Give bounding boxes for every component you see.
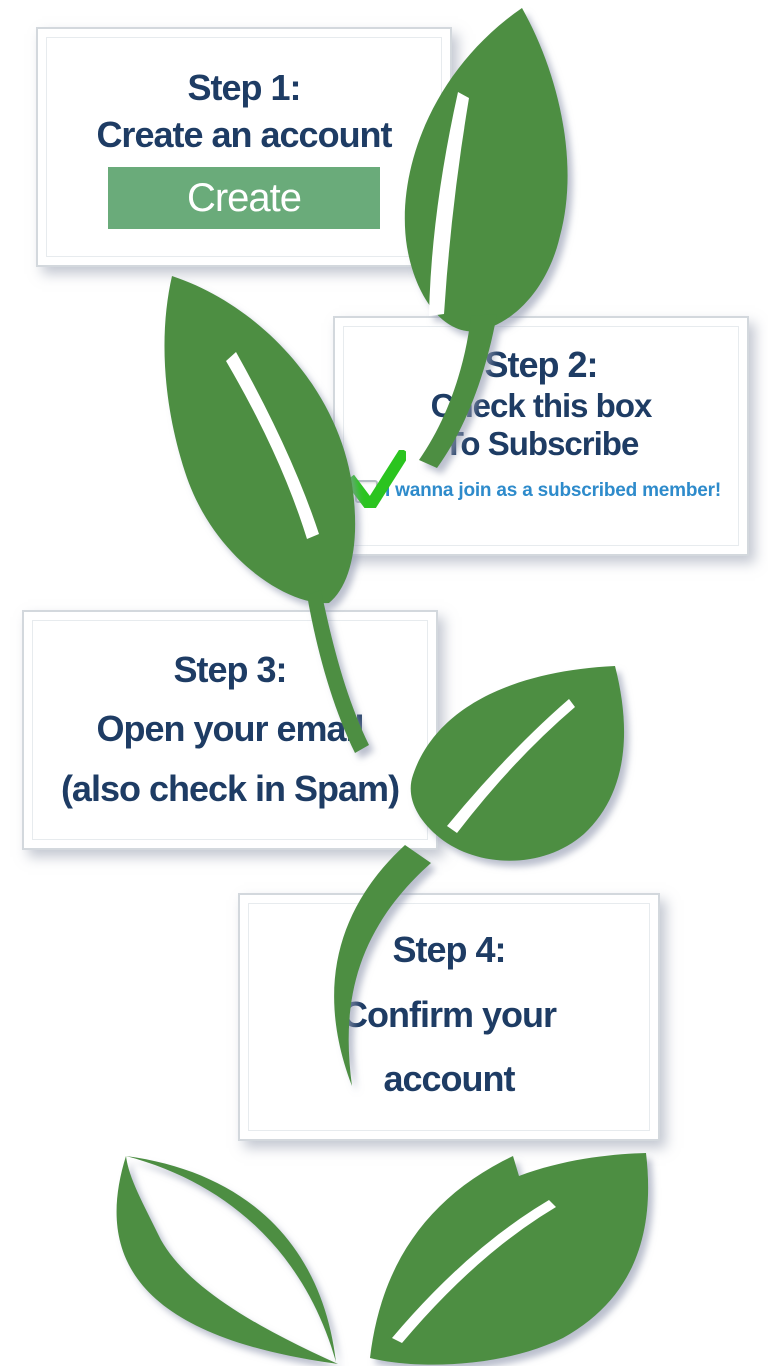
step-3-title: Step 3:: [173, 649, 287, 690]
step-4-text-2: account: [383, 1058, 515, 1099]
step-3-text-2: (also check in Spam): [60, 768, 400, 809]
step-3-text-1: Open your email: [96, 708, 364, 749]
subscribe-row: I wanna join as a subscribed member!: [348, 449, 747, 508]
subscribe-checkbox-label: I wanna join as a subscribed member!: [385, 480, 721, 501]
step-4-text-1: Confirm your: [341, 994, 557, 1035]
step-4-card: Step 4: Confirm your account: [238, 893, 660, 1141]
step-2-card: Step 2: Check this box To Subscribe I wa…: [333, 316, 749, 556]
step-4-title: Step 4:: [392, 929, 506, 970]
step-2-text-2: To Subscribe: [443, 425, 640, 462]
step-3-card: Step 3: Open your email (also check in S…: [22, 610, 438, 850]
step-1-text: Create an account: [96, 114, 392, 155]
step-1-card: Step 1: Create an account Create: [36, 27, 452, 267]
step-2-title: Step 2:: [484, 344, 598, 385]
create-button[interactable]: Create: [108, 167, 380, 229]
bottom-right-leaf-icon: [370, 1153, 649, 1365]
bottom-left-leaf-icon: [116, 1156, 338, 1364]
step-2-text-1: Check this box: [430, 387, 653, 424]
subscribe-checkbox[interactable]: [348, 449, 406, 508]
step-1-title: Step 1:: [187, 67, 301, 108]
